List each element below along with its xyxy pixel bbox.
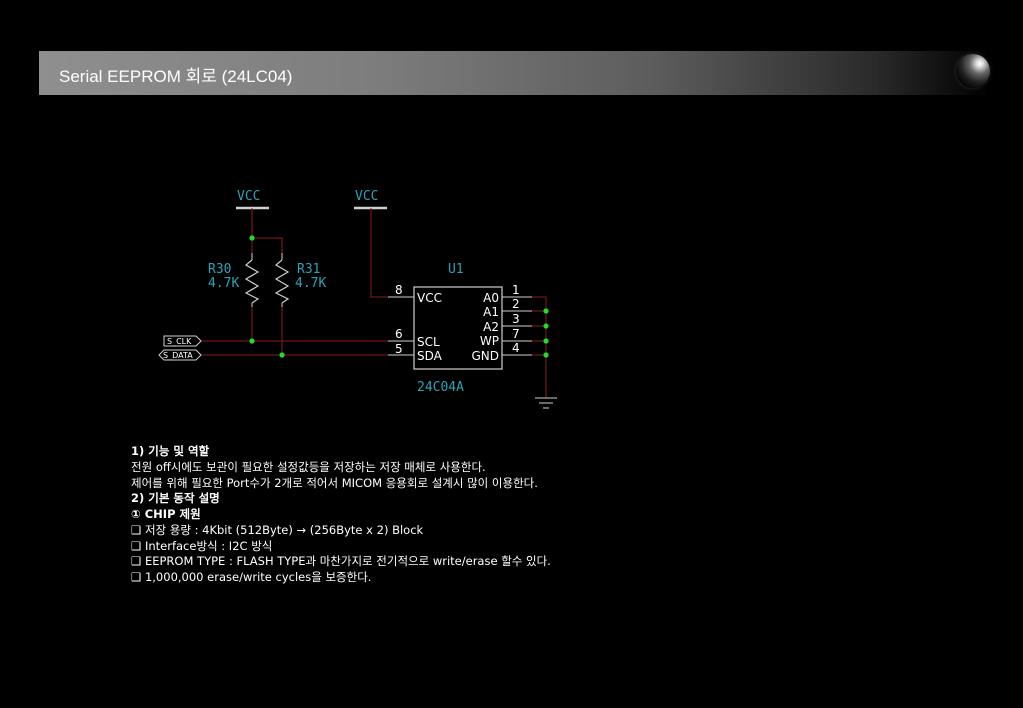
pin-2-num: 2 <box>512 297 520 311</box>
pin-1-num: 1 <box>512 283 520 297</box>
vcc-left-label: VCC <box>237 189 260 204</box>
orb-logo-icon <box>956 54 990 88</box>
title-bar: Serial EEPROM 회로 (24LC04) <box>39 51 989 95</box>
vcc-symbol-right: VCC <box>354 189 387 210</box>
spec-bullet-capacity: ❑ 저장 용량 : 4Kbit (512Byte) → (256Byte x 2… <box>131 523 424 537</box>
pin-vcc-name: VCC <box>417 291 442 305</box>
pin-sda-name: SDA <box>417 349 443 363</box>
pin-gnd-name: GND <box>471 349 499 363</box>
net-label-data: S_DATA <box>158 349 202 361</box>
ic-ref-label: U1 <box>448 262 464 277</box>
page-title: Serial EEPROM 회로 (24LC04) <box>59 67 293 86</box>
r30-value: 4.7K <box>208 276 239 291</box>
section-2-heading: 2) 기본 동작 설명 <box>131 491 220 505</box>
section-1-heading: 1) 기능 및 역할 <box>131 444 210 458</box>
pin-6-num: 6 <box>395 327 403 341</box>
r31-name: R31 <box>297 262 320 277</box>
pin-wp-name: WP <box>480 334 499 348</box>
resistor-r30: R30 4.7K <box>208 253 260 307</box>
spec-bullet-type: ❑ EEPROM TYPE : FLASH TYPE과 마찬가지로 전기적으로 … <box>131 554 551 568</box>
section-1-line-2: 제어를 위해 필요한 Port수가 2개로 적어서 MICOM 응용회로 설계시… <box>131 476 538 490</box>
pin-4-num: 4 <box>512 341 520 355</box>
vcc-symbol-left: VCC <box>236 189 269 210</box>
pin-stubs <box>388 296 532 356</box>
pin-a2-name: A2 <box>483 320 499 334</box>
ic-part-label: 24C04A <box>417 380 464 395</box>
section-2-subheading: ① CHIP 제원 <box>131 507 201 521</box>
net-data-text: S_DATA <box>163 351 193 360</box>
spec-bullet-interface: ❑ Interface방식 : I2C 방식 <box>131 539 273 553</box>
pin-5-num: 5 <box>395 342 403 356</box>
pin-3-num: 3 <box>512 312 520 326</box>
resistor-r31: R31 4.7K <box>274 253 326 307</box>
pin-a0-name: A0 <box>483 291 499 305</box>
r31-value: 4.7K <box>295 276 326 291</box>
pin-7-num: 7 <box>512 327 520 341</box>
ic-u1: U1 24C04A 8 6 5 VCC SCL SDA A0 A1 A2 WP … <box>395 262 520 395</box>
pin-scl-name: SCL <box>417 335 440 349</box>
pin-8-num: 8 <box>395 283 403 297</box>
section-1-line-1: 전원 off시에도 보관이 필요한 설정값등을 저장하는 저장 매체로 사용한다… <box>131 460 486 474</box>
vcc-right-label: VCC <box>355 189 378 204</box>
pin-a1-name: A1 <box>483 305 499 319</box>
ground-icon <box>535 397 557 409</box>
r30-name: R30 <box>208 262 231 277</box>
junction-dots <box>249 235 549 358</box>
net-label-clk: S_CLK <box>163 335 202 347</box>
spec-bullet-cycles: ❑ 1,000,000 erase/write cycles을 보증한다. <box>131 570 372 584</box>
net-clk-text: S_CLK <box>167 337 192 346</box>
